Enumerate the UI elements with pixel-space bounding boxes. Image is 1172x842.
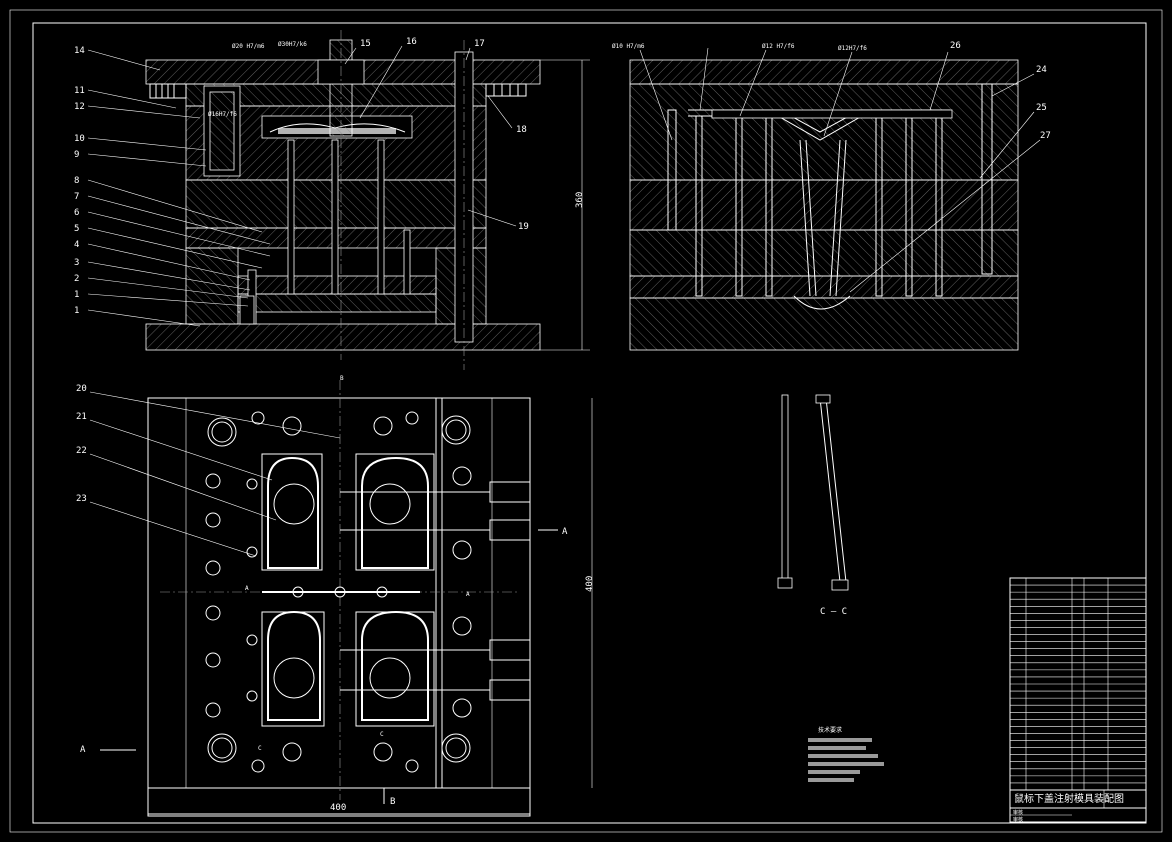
section-a-left: A: [80, 745, 86, 755]
fit-f4: Ø10 H7/m6: [612, 43, 645, 50]
part-label-11: 10: [74, 134, 85, 144]
part-label-4: 3: [74, 258, 79, 268]
part-label-17: 17: [474, 39, 485, 49]
fit-annotations: Ø20 H7/m6 Ø30H7/k6 Ø16H7/f6 Ø10 H7/m6 Ø1…: [208, 41, 867, 118]
section-a1: A: [245, 585, 249, 592]
part-label-3: 2: [74, 274, 79, 284]
notes-title: 技术要求: [818, 726, 842, 734]
section-a2: A: [466, 591, 470, 598]
footer-reviewer-2: 审核: [1013, 816, 1023, 823]
outer-border: [9, 9, 1163, 833]
plan-view: 400 400 A A B B A A C C: [80, 375, 595, 817]
part-label-14: 14: [74, 46, 85, 56]
footer-reviewer-1: 审核: [1013, 809, 1023, 816]
part-label-12: 11: [74, 86, 85, 96]
plan-height-label: 400: [585, 576, 595, 592]
part-label-8: 7: [74, 192, 79, 202]
part-label-25: 25: [1036, 103, 1047, 113]
fit-f1: Ø20 H7/m6: [232, 43, 265, 50]
part-label-19: 19: [518, 222, 529, 232]
part-label-18: 18: [516, 125, 527, 135]
section-a-right: A: [562, 527, 568, 537]
part-label-20: 20: [76, 384, 87, 394]
drawing-title: 鼠标下盖注射模具装配图: [1014, 792, 1124, 805]
part-label-15a: 12: [74, 102, 85, 112]
title-block: 鼠标下盖注射模具装配图 审核 审核: [1009, 577, 1147, 823]
part-label-2: 1: [74, 290, 79, 300]
part-label-22: 22: [76, 446, 87, 456]
part-label-27: 27: [1040, 131, 1051, 141]
section-c2: C: [380, 731, 384, 738]
part-label-23: 23: [76, 494, 87, 504]
section-b-top: B: [340, 375, 344, 382]
right-section-view: [629, 47, 1041, 351]
cc-detail-view: C — C: [777, 394, 849, 617]
main-section-view: 360: [145, 30, 590, 370]
part-label-9: 8: [74, 176, 79, 186]
part-label-5: 4: [74, 240, 79, 250]
fit-f5: Ø12 H7/f6: [762, 43, 795, 50]
part-label-10: 9: [74, 150, 79, 160]
cc-label: C — C: [820, 607, 847, 617]
fit-f3: Ø16H7/f6: [208, 111, 237, 118]
part-label-26: 26: [950, 41, 961, 51]
fit-f2: Ø30H7/k6: [278, 41, 307, 48]
plan-width-label: 400: [330, 803, 346, 813]
fit-f6: Ø12H7/f6: [838, 45, 867, 52]
section-b-bottom: B: [390, 797, 395, 807]
part-label-6: 5: [74, 224, 79, 234]
part-label-16: 16: [406, 37, 417, 47]
part-label-7: 6: [74, 208, 79, 218]
left-leaders: [87, 45, 517, 327]
part-label-21: 21: [76, 412, 87, 422]
part-label-24: 24: [1036, 65, 1047, 75]
part-label-1: 1: [74, 306, 79, 316]
section-c1: C: [258, 745, 262, 752]
technical-notes: 技术要求: [808, 726, 884, 782]
part-label-15: 15: [360, 39, 371, 49]
part-number-labels: 14 11 12 10 9 8 7 6 5 4 3 2 1 1 15 16 17…: [74, 37, 1051, 504]
inner-border: [32, 22, 1147, 824]
dim-height-label: 360: [575, 192, 585, 208]
